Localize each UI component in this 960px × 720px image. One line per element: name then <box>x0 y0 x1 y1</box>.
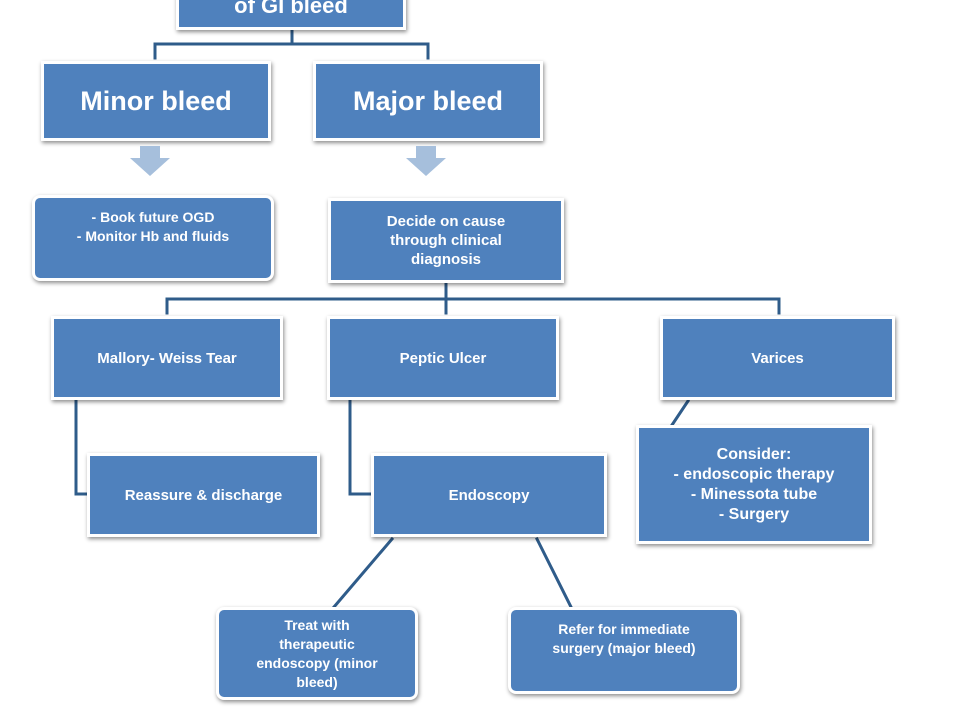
connector-varices-to-consider <box>669 398 691 428</box>
treat-box: Treat with therapeutic endoscopy (minor … <box>216 607 418 700</box>
consider-line: - Surgery <box>718 505 790 523</box>
major-bleed-box: Major bleed <box>313 61 543 141</box>
major-bleed-label: Major bleed <box>352 85 504 116</box>
reassure-box: Reassure & discharge <box>87 453 320 537</box>
decide-cause-box: Decide on cause through clinical diagnos… <box>328 198 564 283</box>
treat-line: therapeutic <box>279 635 355 652</box>
treat-line: endoscopy (minor <box>256 654 378 671</box>
refer-box: Refer for immediate surgery (major bleed… <box>508 607 740 694</box>
connector-decide-to-causes <box>165 297 781 315</box>
endoscopy-label: Endoscopy <box>448 486 530 504</box>
down-arrow-major-icon <box>406 146 446 176</box>
minor-actions-line: - Book future OGD <box>91 209 215 225</box>
connector-peptic-to-endoscopy <box>348 399 373 496</box>
decide-cause-line: through clinical <box>390 232 502 249</box>
connector-mallory-to-reassure <box>74 399 89 496</box>
consider-box: Consider: - endoscopic therapy - Minesso… <box>636 425 872 544</box>
peptic-ulcer-label: Peptic Ulcer <box>399 349 487 367</box>
treat-line: Treat with <box>284 616 350 633</box>
minor-bleed-label: Minor bleed <box>80 85 232 116</box>
connector-endoscopy-to-treat <box>331 536 395 610</box>
refer-line: Refer for immediate <box>558 621 690 637</box>
varices-label: Varices <box>751 349 804 367</box>
consider-line: - endoscopic therapy <box>673 465 835 483</box>
endoscopy-box: Endoscopy <box>371 453 607 537</box>
mallory-weiss-box: Mallory- Weiss Tear <box>51 316 283 400</box>
consider-line: Consider: <box>716 445 792 463</box>
connector-top-to-bleeds <box>153 42 430 60</box>
decide-cause-line: Decide on cause <box>386 213 506 230</box>
varices-box: Varices <box>660 316 895 400</box>
top-box-line: of GI bleed <box>234 0 348 18</box>
consider-line: - Minessota tube <box>690 485 818 503</box>
top-box: of GI bleed <box>176 0 406 30</box>
treat-line: bleed) <box>296 673 338 690</box>
refer-line: surgery (major bleed) <box>552 640 696 656</box>
minor-bleed-box: Minor bleed <box>41 61 271 141</box>
minor-actions-box: - Book future OGD - Monitor Hb and fluid… <box>32 195 274 281</box>
down-arrow-minor-icon <box>130 146 170 176</box>
mallory-weiss-label: Mallory- Weiss Tear <box>97 349 237 367</box>
connector-endoscopy-to-refer <box>534 536 574 610</box>
minor-actions-line: - Monitor Hb and fluids <box>76 228 230 244</box>
reassure-label: Reassure & discharge <box>124 486 283 504</box>
decide-cause-line: diagnosis <box>410 251 481 268</box>
peptic-ulcer-box: Peptic Ulcer <box>327 316 559 400</box>
